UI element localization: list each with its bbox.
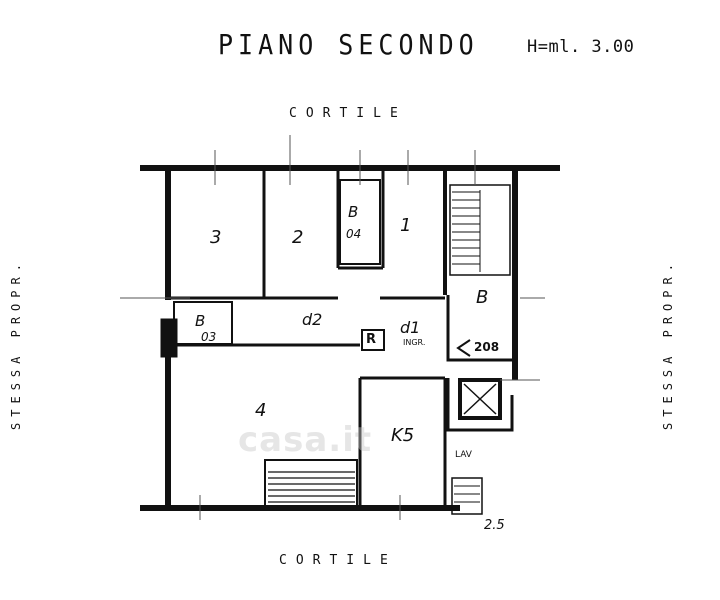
lav-label: LAV (455, 450, 472, 460)
corridor-d1: d1 (400, 318, 421, 337)
stair-landing-b: B (476, 287, 489, 308)
shaft-left (160, 318, 178, 358)
label-stessa-left: STESSA PROPR. (9, 258, 23, 430)
bath-top-label: B (348, 203, 359, 221)
corridor-d2: d2 (302, 310, 323, 329)
elevator (458, 378, 502, 420)
room-1: 1 (400, 215, 412, 236)
room-3: 3 (210, 227, 222, 248)
label-cortile-top: CORTILE (289, 106, 407, 121)
bath-left-label: B (195, 312, 206, 330)
box-r-label: R (366, 332, 377, 347)
entrance-arrow (456, 339, 471, 357)
stair-box (449, 184, 511, 276)
room-4: 4 (255, 400, 267, 421)
stairs-small (451, 477, 483, 515)
box-r (361, 329, 385, 351)
page-title: PIANO SECONDO (218, 28, 479, 61)
ceiling-height: H=ml. 3.00 (527, 37, 635, 57)
stairs-bottom (264, 459, 358, 509)
room-k5: K5 (391, 425, 415, 446)
dimension-label: 2.5 (484, 518, 505, 533)
label-stessa-right: STESSA PROPR. (661, 258, 675, 430)
room-2: 2 (292, 227, 304, 248)
bath-top-code: 04 (346, 227, 362, 241)
watermark-logo: casa.it (238, 420, 373, 460)
bath-top (339, 179, 381, 265)
landing-b (446, 295, 517, 362)
entrance-label: INGR. (403, 338, 426, 347)
label-cortile-bottom: CORTILE (279, 553, 397, 568)
stair-number: 208 (474, 340, 500, 354)
bath-left-code: 03 (201, 330, 217, 344)
